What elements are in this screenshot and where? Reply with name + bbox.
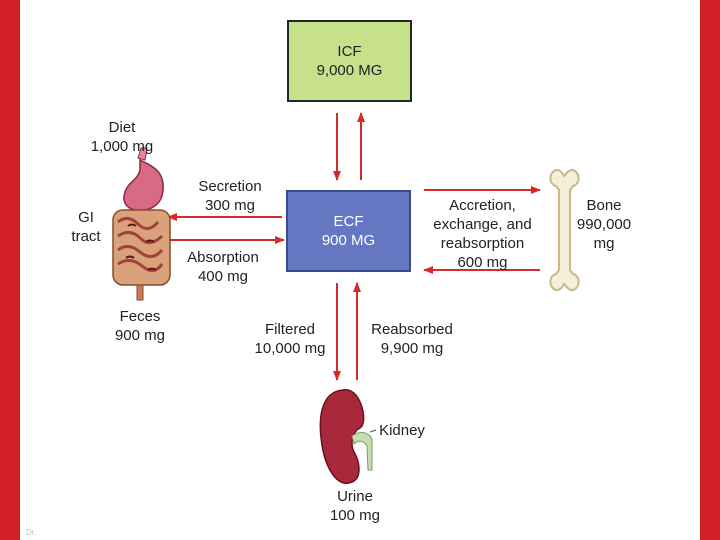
kidney-label: Kidney bbox=[372, 421, 432, 440]
urine-title: Urine bbox=[337, 488, 373, 505]
accretion-line3: reabsorption bbox=[440, 235, 525, 252]
icf-value: 9,000 MG bbox=[316, 62, 383, 79]
urine-label: Urine 100 mg bbox=[320, 487, 390, 525]
bone-unit: mg bbox=[593, 235, 615, 252]
absorption-amount: 400 mg bbox=[197, 268, 249, 285]
gi-line1: GI bbox=[78, 209, 94, 226]
bone-label: Bone 990,000 mg bbox=[568, 196, 640, 253]
icf-title: ICF bbox=[337, 43, 362, 60]
secretion-label: Secretion 300 mg bbox=[185, 177, 275, 215]
bone-title: Bone bbox=[586, 197, 622, 214]
reabsorbed-amount: 9,900 mg bbox=[380, 340, 444, 357]
accretion-line1: Accretion, bbox=[449, 197, 516, 214]
absorption-title: Absorption bbox=[187, 249, 259, 266]
icf-box: ICF 9,000 MG bbox=[287, 20, 412, 102]
gi-tract-icon bbox=[112, 147, 171, 301]
filtered-amount: 10,000 mg bbox=[254, 340, 326, 357]
filtered-title: Filtered bbox=[264, 321, 316, 338]
accretion-label: Accretion, exchange, and reabsorption 60… bbox=[420, 196, 545, 272]
diet-amount: 1,000 mg bbox=[90, 138, 154, 155]
urine-amount: 100 mg bbox=[329, 507, 381, 524]
absorption-label: Absorption 400 mg bbox=[176, 248, 270, 286]
kidney-icon bbox=[319, 389, 377, 484]
reabsorbed-title: Reabsorbed bbox=[371, 321, 453, 338]
right-red-bar bbox=[700, 0, 720, 540]
diet-title: Diet bbox=[108, 119, 136, 136]
ecf-title: ECF bbox=[333, 213, 364, 230]
reabsorbed-label: Reabsorbed 9,900 mg bbox=[360, 320, 464, 358]
ecf-box: ECF 900 MG bbox=[286, 190, 411, 272]
bone-icon bbox=[549, 168, 580, 292]
diet-label: Diet 1,000 mg bbox=[82, 118, 162, 156]
left-red-bar bbox=[0, 0, 20, 540]
footer-text: Dr. bbox=[26, 528, 37, 537]
accretion-line2: exchange, and bbox=[433, 216, 532, 233]
ecf-value: 900 MG bbox=[321, 232, 376, 249]
feces-label: Feces 900 mg bbox=[100, 307, 180, 345]
secretion-title: Secretion bbox=[198, 178, 262, 195]
feces-title: Feces bbox=[119, 308, 161, 325]
gi-tract-label: GI tract bbox=[64, 208, 108, 246]
filtered-label: Filtered 10,000 mg bbox=[245, 320, 335, 358]
feces-amount: 900 mg bbox=[114, 327, 166, 344]
bone-amount: 990,000 bbox=[576, 216, 632, 233]
kidney-title: Kidney bbox=[379, 422, 425, 439]
secretion-amount: 300 mg bbox=[204, 197, 256, 214]
gi-line2: tract bbox=[71, 228, 101, 245]
accretion-amount: 600 mg bbox=[457, 254, 508, 271]
